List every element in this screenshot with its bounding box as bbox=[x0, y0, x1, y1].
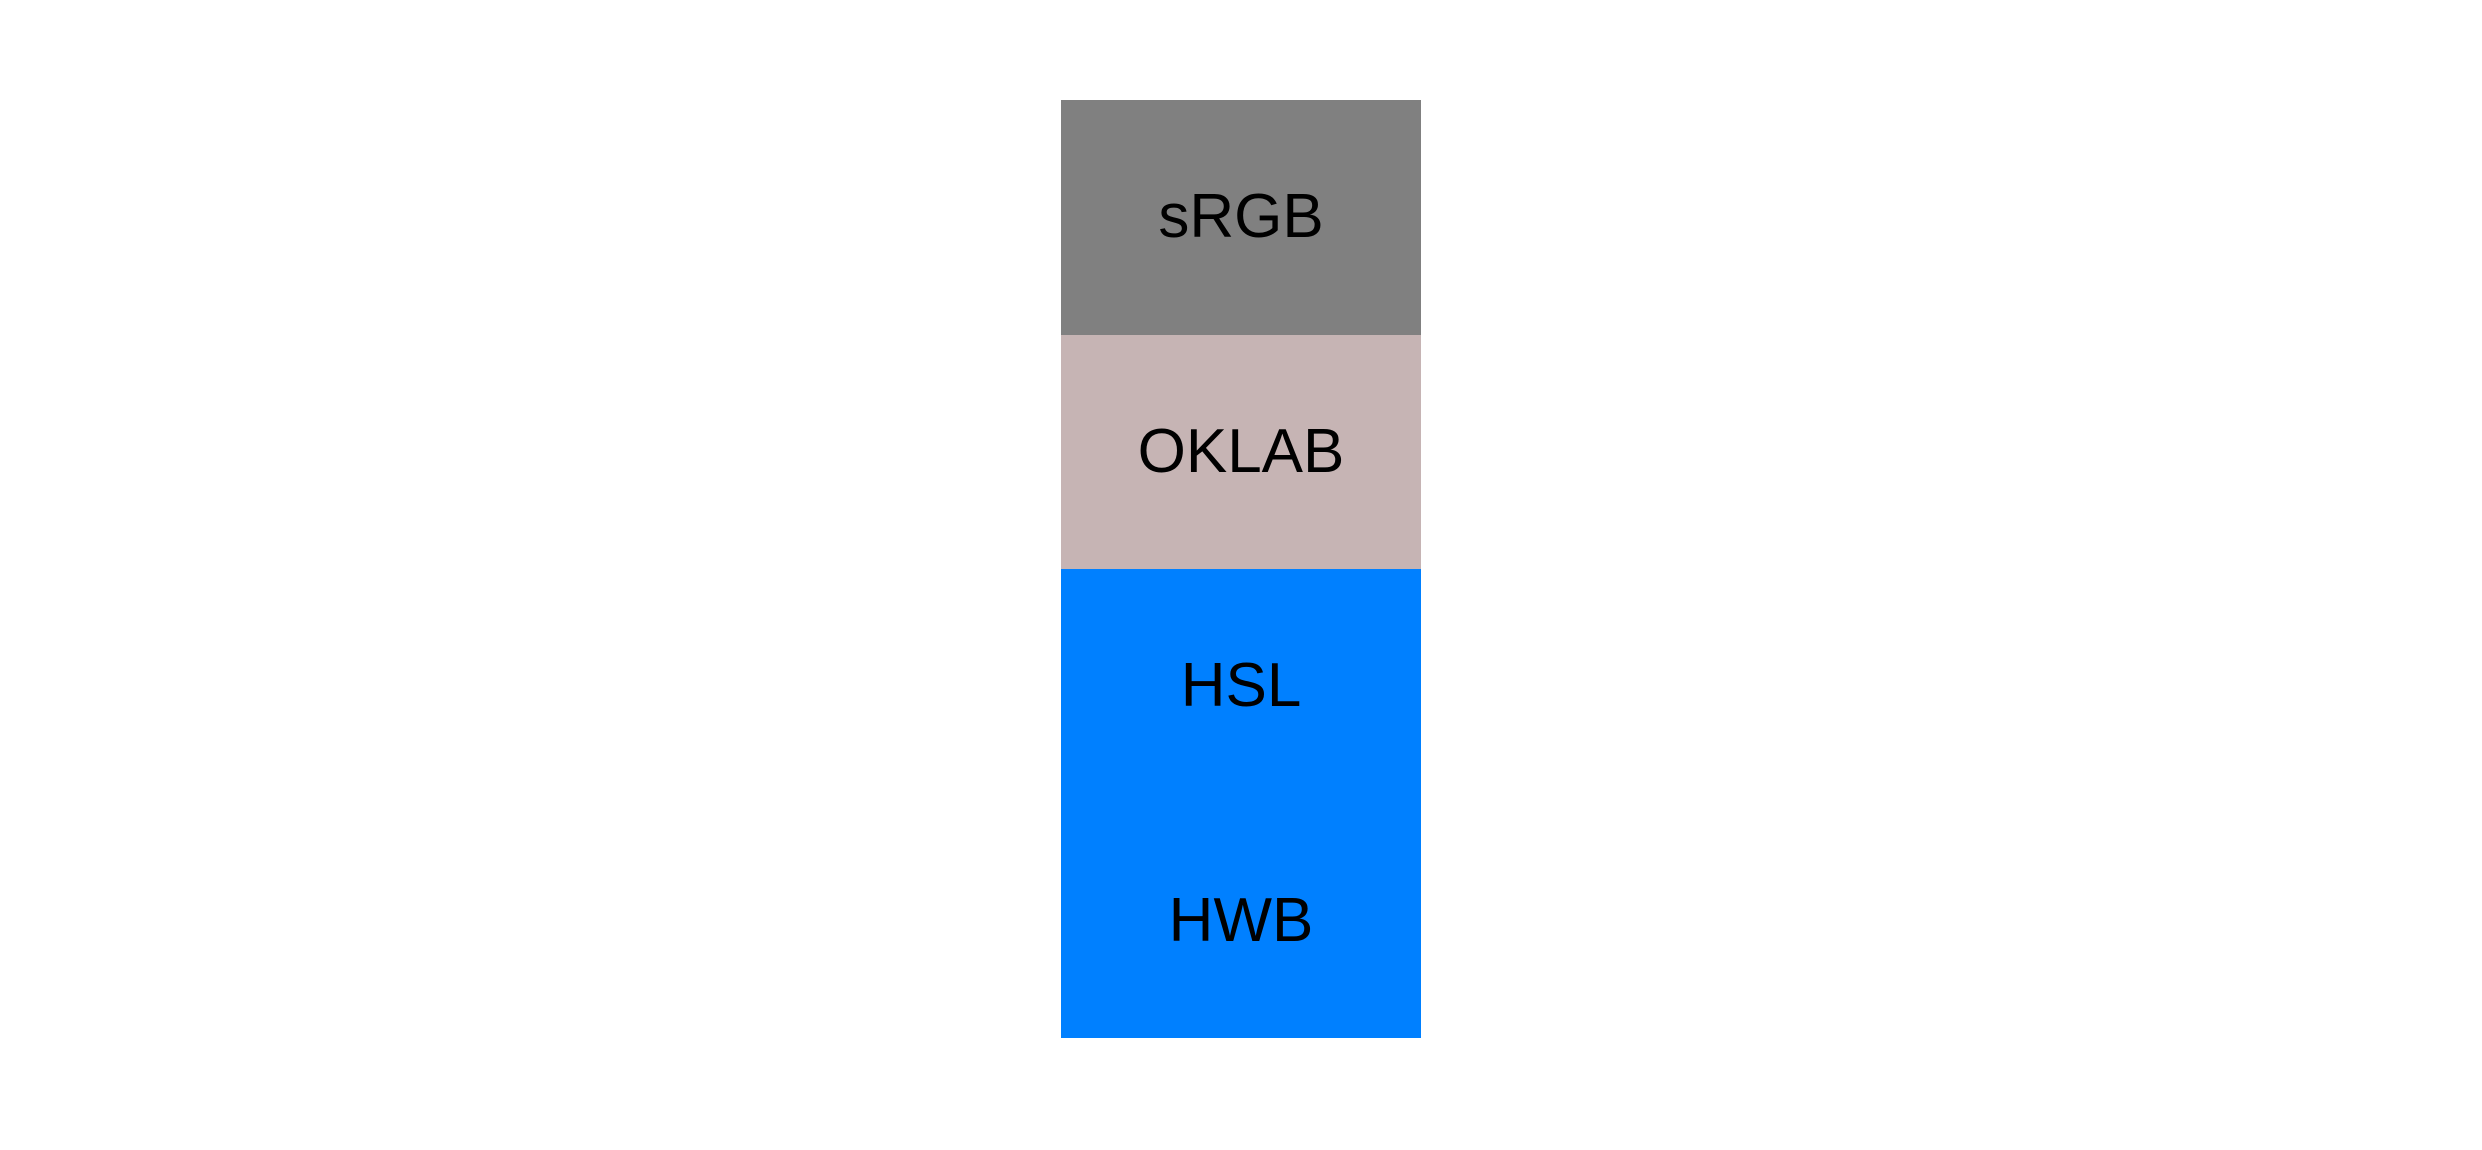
swatch-srgb: sRGB bbox=[1061, 100, 1421, 335]
swatch-oklab: OKLAB bbox=[1061, 334, 1421, 569]
swatch-hsl-label: HSL bbox=[1180, 651, 1302, 721]
swatch-hwb: HWB bbox=[1061, 803, 1421, 1038]
color-swatch-stack: sRGB OKLAB HSL HWB bbox=[1061, 100, 1421, 1038]
swatch-srgb-label: sRGB bbox=[1158, 182, 1324, 252]
swatch-oklab-label: OKLAB bbox=[1137, 416, 1345, 486]
swatch-hwb-label: HWB bbox=[1168, 885, 1314, 955]
swatch-hsl: HSL bbox=[1061, 569, 1421, 804]
